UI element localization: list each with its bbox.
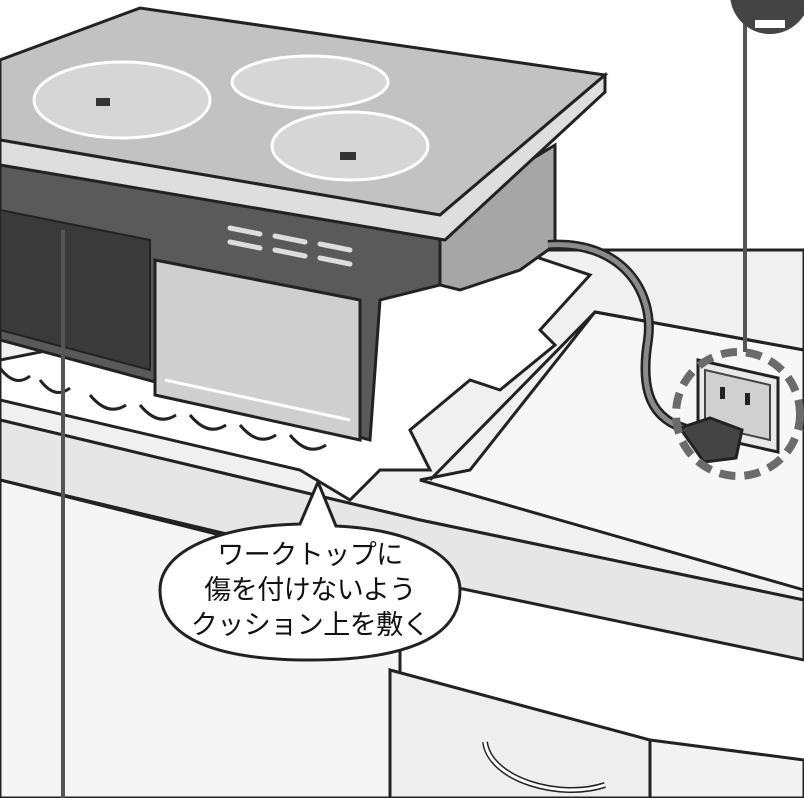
metal-cover-panel [153, 258, 362, 442]
cabinet-right [648, 738, 804, 798]
burner-left [32, 60, 212, 140]
outlet-slot-left [720, 387, 725, 399]
callout-text: ワークトップに 傷を付けないよう クッション上を敷く [160, 538, 460, 643]
outlet-highlight-circle [672, 348, 804, 480]
callout-line-3: クッション上を敷く [190, 610, 430, 641]
panel-highlight [164, 378, 351, 422]
power-cord-highlight [547, 242, 691, 433]
cooktop-inner-cavity [0, 208, 151, 372]
callout-line-2: 傷を付けないよう [204, 575, 416, 606]
cooktop-top-edge [0, 71, 607, 242]
burner-right-mark [340, 152, 356, 160]
power-plug-icon [677, 416, 744, 464]
vent-slots [227, 225, 353, 267]
drawer-handle-inner [483, 741, 606, 792]
outlet-slot-right [745, 393, 750, 405]
callout-line-1: ワークトップに [217, 540, 403, 571]
step-marker-bar [755, 20, 785, 28]
callout-bubble [158, 478, 462, 662]
step-marker [730, 0, 804, 34]
burner-right-front [270, 110, 430, 182]
burner-right-back [230, 54, 390, 110]
cabinet-drawer [388, 668, 652, 798]
burner-left-mark [96, 98, 110, 106]
sink-inner-edge [428, 310, 804, 482]
